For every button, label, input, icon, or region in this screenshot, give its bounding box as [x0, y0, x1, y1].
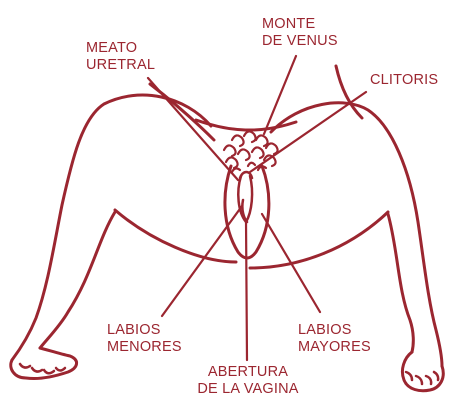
- label-abertura-line2: DE LA VAGINA: [186, 381, 310, 398]
- label-meato-uretral-line2: URETRAL: [86, 57, 155, 74]
- label-clitoris: CLITORIS: [370, 72, 438, 89]
- leader-labios-mayores: [262, 214, 320, 312]
- right-toes: [406, 372, 438, 384]
- labia-minora-outline: [238, 176, 252, 222]
- label-labios-menores: LABIOS MENORES: [107, 322, 182, 356]
- label-labios-mayores-line1: LABIOS: [298, 322, 371, 339]
- leader-clitoris: [250, 92, 366, 172]
- label-labios-mayores-line2: MAYORES: [298, 339, 371, 356]
- label-meato-uretral: MEATO URETRAL: [86, 40, 155, 74]
- left-leg-outline: [12, 95, 211, 360]
- right-thigh-line: [250, 212, 388, 268]
- label-clitoris-line1: CLITORIS: [370, 72, 438, 89]
- left-toes: [20, 364, 65, 373]
- right-leg-inner-outline: [388, 214, 413, 352]
- label-labios-menores-line1: LABIOS: [107, 322, 182, 339]
- left-thigh-line: [115, 210, 236, 262]
- label-meato-uretral-line1: MEATO: [86, 40, 155, 57]
- leader-abertura-de-la-vagina: [246, 220, 247, 360]
- label-abertura-de-la-vagina: ABERTURA DE LA VAGINA: [186, 364, 310, 398]
- label-abertura-line1: ABERTURA: [186, 364, 310, 381]
- left-leg-inner-outline: [40, 212, 115, 348]
- label-labios-mayores: LABIOS MAYORES: [298, 322, 371, 356]
- label-monte-de-venus-line1: MONTE: [262, 16, 338, 33]
- label-labios-menores-line2: MENORES: [107, 339, 182, 356]
- label-monte-de-venus: MONTE DE VENUS: [262, 16, 338, 50]
- label-monte-de-venus-line2: DE VENUS: [262, 33, 338, 50]
